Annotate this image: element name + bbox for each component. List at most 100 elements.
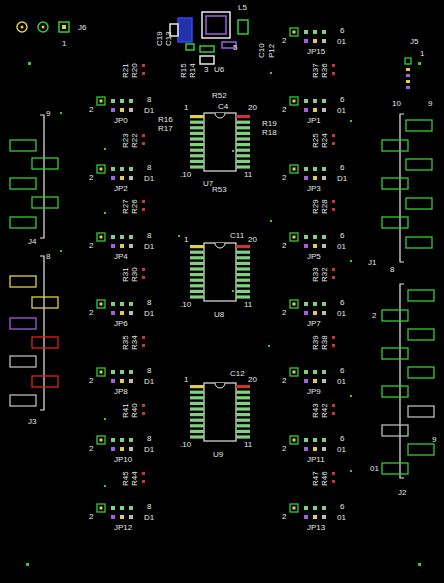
ic-pad	[190, 262, 204, 265]
silkscreen-label: JP9	[307, 388, 321, 396]
ic-notch	[215, 113, 225, 118]
silkscreen-label: 6	[340, 232, 344, 240]
silkscreen-label: D1	[144, 378, 154, 386]
silkscreen-label: .10	[180, 441, 191, 449]
ic-pad	[236, 115, 250, 118]
ic-notch	[215, 383, 225, 388]
jumper-pin1	[290, 504, 298, 512]
jumper-pin1	[97, 165, 105, 173]
silkscreen-label: R35	[122, 335, 130, 350]
silkscreen-label: R15	[180, 63, 188, 78]
resistor-pad	[142, 72, 145, 75]
silkscreen-label: 2	[282, 37, 286, 45]
silkscreen-label: R52	[212, 92, 227, 100]
silkscreen-label: 8	[147, 96, 151, 104]
silkscreen-label: 8	[147, 435, 151, 443]
jumper-pad	[313, 311, 317, 315]
jumper-pad	[129, 379, 133, 383]
silkscreen-label: JP3	[307, 185, 321, 193]
silkscreen-label: 6	[340, 367, 344, 375]
silkscreen-label: R19	[262, 120, 277, 128]
connector-pad	[382, 217, 408, 228]
silkscreen-label: JP15	[307, 48, 325, 56]
resistor-pad	[332, 134, 335, 137]
resistor-pad	[332, 200, 335, 203]
ic-pad	[236, 165, 250, 168]
silkscreen-label: D1	[144, 107, 154, 115]
jumper-pad	[313, 370, 317, 374]
jumper-pad	[111, 447, 115, 451]
jumper-pad	[293, 371, 296, 374]
silkscreen-label: 2	[282, 242, 286, 250]
jumper-pin1	[290, 368, 298, 376]
ic-pad	[236, 262, 250, 265]
ic-pad	[236, 137, 250, 140]
silkscreen-label: R40	[131, 403, 139, 418]
silkscreen-label: R45	[122, 471, 130, 486]
jumper-pad	[322, 311, 326, 315]
ic-pad	[190, 435, 204, 438]
jumper-pad	[293, 236, 296, 239]
silkscreen-label: R34	[131, 335, 139, 350]
jumper-pad	[120, 302, 124, 306]
silkscreen-label: JP7	[307, 320, 321, 328]
jumper-pad	[304, 506, 308, 510]
silkscreen-label: R39	[312, 335, 320, 350]
ic-pad	[236, 273, 250, 276]
silkscreen-label: 11	[244, 301, 252, 309]
resistor-pad	[142, 134, 145, 137]
ic-pad	[190, 256, 204, 259]
via	[104, 485, 106, 487]
jumper-pad	[304, 235, 308, 239]
resistor-pad	[332, 268, 335, 271]
ic-pad	[236, 396, 250, 399]
silkscreen-label: R44	[131, 471, 139, 486]
jumper-pad	[293, 439, 296, 442]
silkscreen-label: 01	[337, 514, 346, 522]
via	[350, 120, 352, 122]
jumper-pad	[313, 379, 317, 383]
silkscreen-label: 8	[46, 253, 50, 261]
jumper-pad	[111, 176, 115, 180]
silkscreen-label: R14	[189, 63, 197, 78]
header-pin1	[405, 58, 411, 64]
silkscreen-label: 2	[89, 174, 93, 182]
jumper-pad	[293, 168, 296, 171]
jumper-pad	[304, 302, 308, 306]
silkscreen-label: R33	[312, 267, 320, 282]
jumper-pad	[111, 235, 115, 239]
connector-pad	[382, 140, 408, 151]
resistor-pad	[332, 276, 335, 279]
jumper-pad	[111, 167, 115, 171]
silkscreen-label: .10	[180, 171, 191, 179]
connector-pad	[10, 178, 36, 189]
silkscreen-label: 11	[244, 441, 252, 449]
silkscreen-label: 1	[184, 104, 188, 112]
ic-pad	[190, 160, 204, 163]
connector-pad	[32, 297, 58, 308]
silkscreen-label: R22	[131, 133, 139, 148]
connector-pad	[406, 120, 432, 131]
jumper-pad	[111, 302, 115, 306]
silkscreen-label: 6	[340, 435, 344, 443]
jumper-pad	[100, 303, 103, 306]
ic-pad	[236, 121, 250, 124]
silkscreen-label: R38	[321, 335, 329, 350]
silkscreen-label: .10	[180, 301, 191, 309]
silkscreen-label: C10	[258, 43, 266, 58]
jumper-pad	[293, 303, 296, 306]
jumper-pad	[293, 31, 296, 34]
connector-pad	[32, 337, 58, 348]
silkscreen-label: 2	[282, 513, 286, 521]
silkscreen-label: R26	[131, 199, 139, 214]
jumper-pad	[120, 99, 124, 103]
ic-pad	[190, 430, 204, 433]
jumper-pad	[129, 438, 133, 442]
silkscreen-label: 11	[244, 171, 252, 179]
jumper-pad	[111, 370, 115, 374]
ic-pad	[236, 160, 250, 163]
ic-pad	[190, 126, 204, 129]
silkscreen-label: R25	[312, 133, 320, 148]
via	[104, 212, 106, 214]
jumper-pad	[313, 244, 317, 248]
